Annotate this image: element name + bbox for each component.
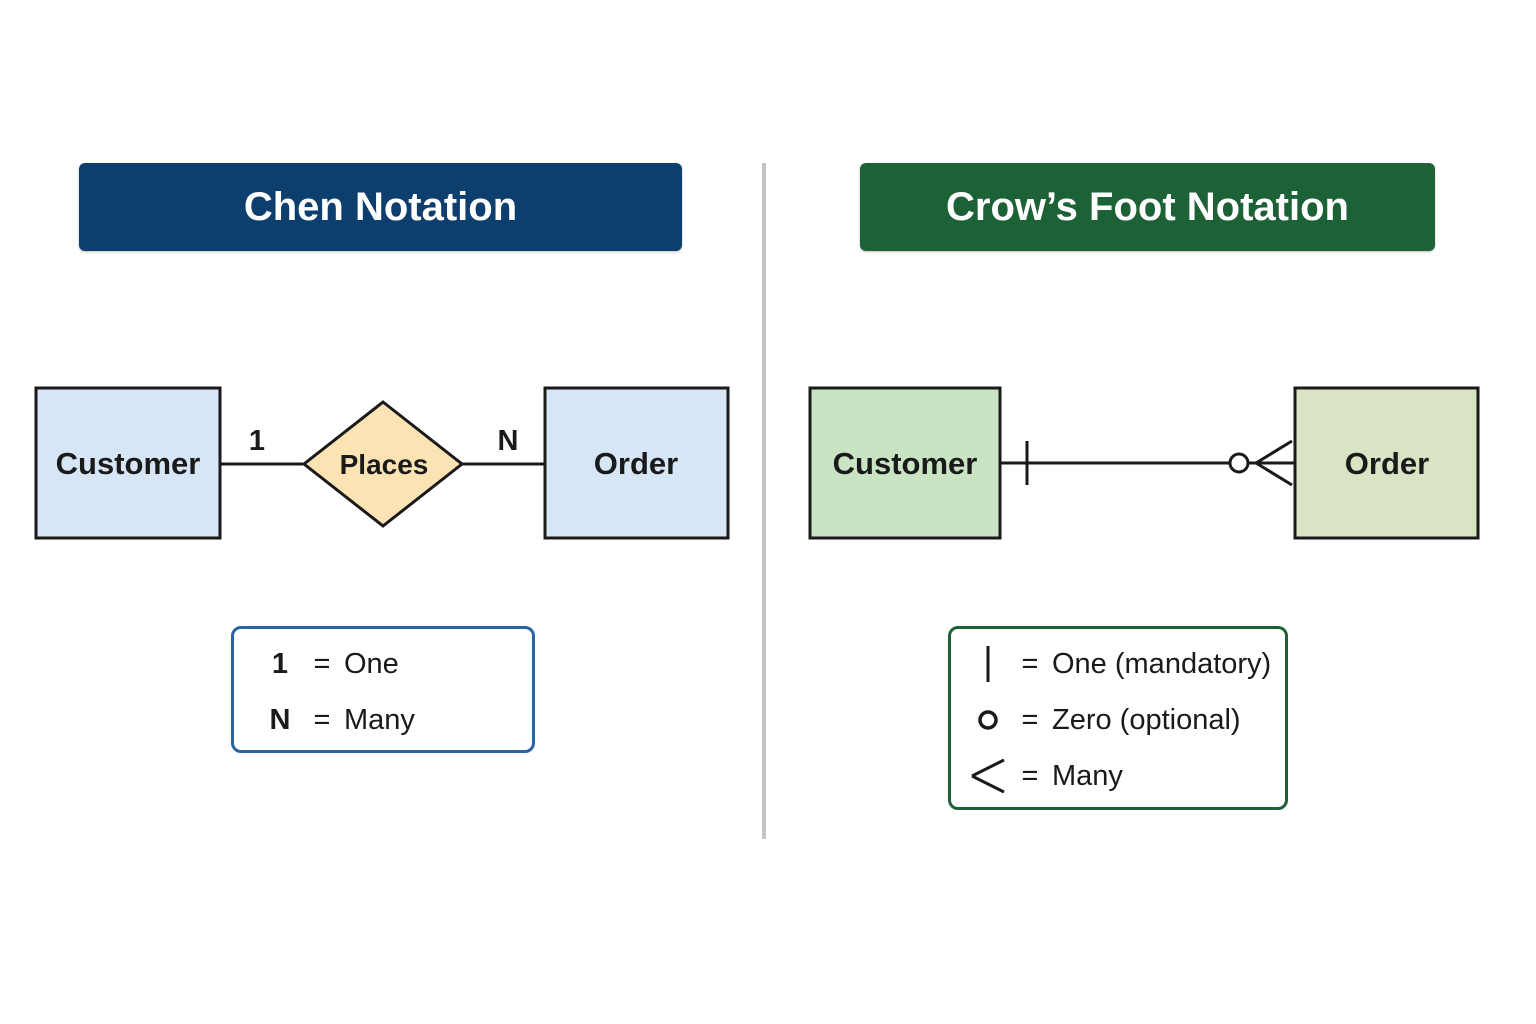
crows-foot-icon bbox=[968, 758, 1008, 794]
crow-legend: = One (mandatory) = Zero (optional) = Ma… bbox=[948, 626, 1288, 810]
chen-legend-equals: = bbox=[313, 647, 331, 680]
section-divider bbox=[762, 163, 766, 839]
crow-legend-equals: = bbox=[1021, 759, 1039, 792]
circle-icon bbox=[968, 707, 1008, 733]
chen-legend-text-many: Many bbox=[344, 703, 415, 736]
chen-legend: 1 = One N = Many bbox=[231, 626, 535, 753]
chen-legend-row-many: N = Many bbox=[260, 700, 415, 740]
chen-legend-row-one: 1 = One bbox=[260, 644, 399, 684]
crows-foot-notation-title: Crow’s Foot Notation bbox=[946, 184, 1349, 229]
crow-legend-equals: = bbox=[1021, 703, 1039, 736]
chen-order-entity bbox=[543, 386, 730, 540]
crow-order-label: Order bbox=[1345, 446, 1429, 481]
crow-legend-row-zero-optional: = Zero (optional) bbox=[968, 700, 1241, 740]
chen-legend-text-one: One bbox=[344, 647, 399, 680]
chen-places-relationship bbox=[301, 400, 465, 528]
chen-legend-symbol-many: N bbox=[269, 703, 291, 736]
chen-cardinality-one: 1 bbox=[249, 425, 265, 457]
bar-icon bbox=[968, 644, 1008, 684]
chen-order-label: Order bbox=[594, 446, 678, 481]
chen-customer-entity bbox=[34, 386, 222, 540]
chen-legend-symbol-one: 1 bbox=[271, 647, 289, 680]
crow-zero-optional-circle-icon bbox=[1228, 452, 1250, 474]
crow-many-crows-foot-icon bbox=[1248, 439, 1295, 487]
crow-legend-text-many: Many bbox=[1052, 759, 1123, 792]
crow-legend-text-zero-optional: Zero (optional) bbox=[1052, 703, 1241, 736]
crow-legend-text-one-mandatory: One (mandatory) bbox=[1052, 647, 1272, 680]
crows-foot-notation-banner: Crow’s Foot Notation bbox=[860, 163, 1435, 251]
chen-customer-label: Customer bbox=[56, 446, 201, 481]
chen-notation-banner: Chen Notation bbox=[79, 163, 682, 251]
chen-cardinality-many: N bbox=[498, 425, 519, 457]
chen-places-label: Places bbox=[340, 449, 429, 480]
chen-legend-equals: = bbox=[313, 703, 331, 736]
crow-legend-row-one-mandatory: = One (mandatory) bbox=[968, 644, 1271, 684]
crow-order-entity bbox=[1293, 386, 1480, 540]
chen-notation-title: Chen Notation bbox=[243, 184, 518, 229]
crow-customer-entity bbox=[808, 386, 1002, 540]
crow-legend-equals: = bbox=[1021, 647, 1039, 680]
crow-customer-label: Customer bbox=[833, 446, 978, 481]
crow-legend-row-many: = Many bbox=[968, 756, 1123, 796]
